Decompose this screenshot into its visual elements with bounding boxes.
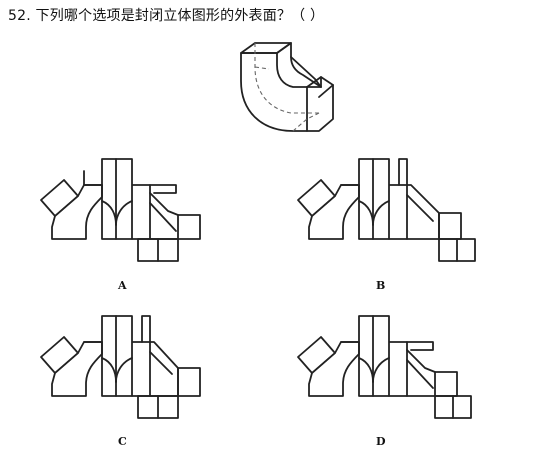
option-b-label: B <box>376 279 386 292</box>
option-d-label: D <box>376 435 386 448</box>
3d-solid-figure <box>233 39 335 135</box>
question-text: 52. 下列哪个选项是封闭立体图形的外表面？（ ） <box>8 8 325 24</box>
option-d-net[interactable] <box>295 312 477 426</box>
option-a-label: A <box>118 279 127 292</box>
option-b-net[interactable] <box>295 155 477 269</box>
option-c-label: C <box>118 435 127 448</box>
option-a-net[interactable] <box>38 155 204 269</box>
option-c-net[interactable] <box>38 312 204 426</box>
